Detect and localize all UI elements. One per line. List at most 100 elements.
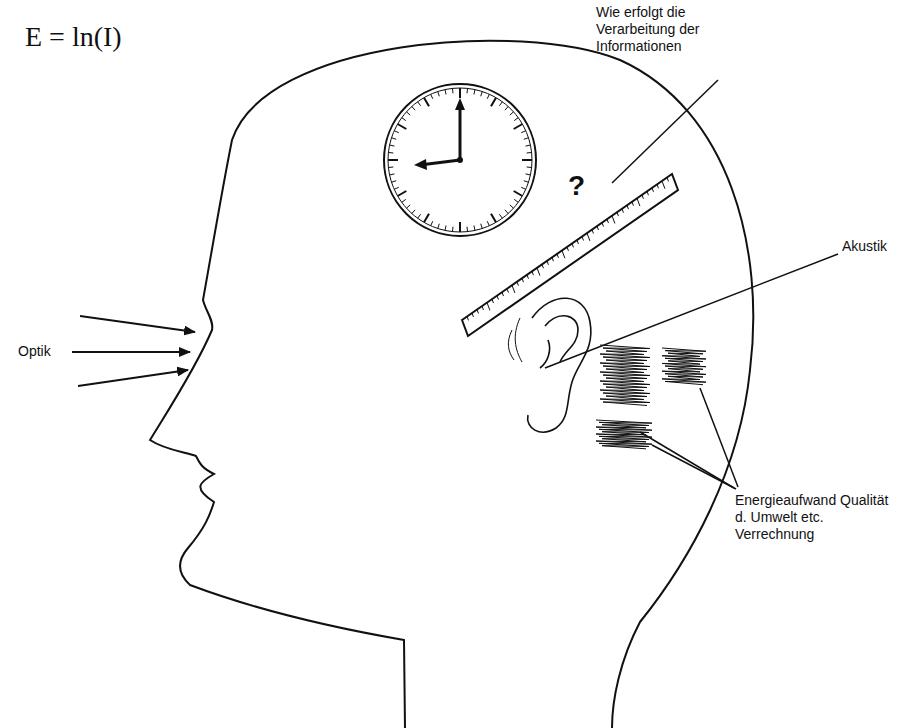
scribble <box>600 345 650 406</box>
clock-tick <box>514 124 523 129</box>
clock-tick <box>514 191 523 196</box>
ruler-tick <box>647 191 648 195</box>
clock-tick <box>390 174 395 175</box>
clock-tick <box>514 199 518 202</box>
head-outline <box>150 41 753 728</box>
ruler-tick <box>537 268 540 276</box>
scribble <box>662 348 706 385</box>
ruler-tick <box>507 289 508 293</box>
clock-tick <box>491 214 496 223</box>
clock-tick <box>452 227 454 232</box>
ruler-tick <box>487 303 490 311</box>
clock-tick <box>392 138 397 140</box>
ruler-tick <box>622 209 623 213</box>
clock-tick <box>424 98 429 107</box>
clock-tick <box>431 94 433 99</box>
ruler-tick <box>572 244 573 248</box>
ruler-tick <box>567 247 568 251</box>
text-label: Akustik <box>842 238 887 255</box>
clock-tick <box>510 205 514 208</box>
clock-tick <box>499 102 502 106</box>
ruler-tick <box>592 230 593 234</box>
ruler-tick <box>652 188 653 192</box>
clock-tick <box>459 88 461 98</box>
clock-tick <box>521 131 526 133</box>
scribble-marks <box>596 345 706 449</box>
clock-tick <box>418 102 421 106</box>
ruler-tick <box>512 285 515 293</box>
clock-tick <box>526 145 531 146</box>
ruler-tick <box>587 233 590 241</box>
ruler-tick <box>632 202 633 206</box>
clock-tick <box>394 131 399 133</box>
text-label: Optik <box>18 343 51 360</box>
ruler-tick <box>562 250 565 258</box>
clock-tick <box>527 167 532 169</box>
ruler-tick <box>547 261 548 265</box>
clock-tick <box>445 90 446 95</box>
clock-tick <box>412 210 415 214</box>
clock-tick <box>487 221 489 226</box>
clock-tick <box>524 181 529 183</box>
ruler-tick <box>667 177 668 181</box>
ruler-tick <box>472 313 473 317</box>
clock-tick <box>424 214 429 223</box>
text-label: Energieaufwand Qualität d. Umwelt etc. V… <box>735 492 891 543</box>
clock-tick <box>467 227 469 232</box>
ruler-tick <box>607 219 608 223</box>
ruler-tick <box>477 310 478 314</box>
clock-tick <box>388 159 398 161</box>
ruler-tick <box>542 264 543 268</box>
clock-symbol <box>384 84 536 236</box>
clock-tick <box>452 88 454 93</box>
clock-tick <box>521 187 526 189</box>
clock-tick <box>514 118 518 121</box>
clock-tick <box>474 90 475 95</box>
ruler-tick <box>642 195 643 199</box>
ruler-tick <box>497 296 498 300</box>
ruler-tick <box>527 275 528 279</box>
ruler-tick <box>612 216 615 224</box>
clock-tick <box>499 214 502 218</box>
ruler-tick <box>617 212 618 216</box>
ruler-tick <box>657 184 658 188</box>
clock-tick <box>491 98 496 107</box>
clock-tick <box>522 159 532 161</box>
ruler-tick <box>467 317 468 321</box>
ruler-tick <box>577 240 578 244</box>
ruler-tick <box>637 198 640 206</box>
clock-tick <box>392 181 397 183</box>
leader-lines <box>545 80 838 489</box>
ruler-tick <box>582 237 583 241</box>
clock-tick <box>510 112 514 115</box>
ruler-tick <box>597 226 598 230</box>
ruler-tick <box>532 271 533 275</box>
clock-tick <box>526 174 531 175</box>
ruler-tick <box>482 306 483 310</box>
clock-tick <box>481 224 483 229</box>
clock-tick <box>481 92 483 97</box>
text-label: Wie erfolgt die Verarbeitung der Informa… <box>596 4 718 55</box>
ruler-tick <box>557 254 558 258</box>
ruler-tick <box>502 292 503 296</box>
clock-tick <box>459 222 461 232</box>
clock-tick <box>418 214 421 218</box>
clock-tick <box>431 221 433 226</box>
clock-tick <box>406 205 410 208</box>
ruler-tick <box>602 223 603 227</box>
clock-tick <box>406 112 410 115</box>
clock-tick <box>505 210 508 214</box>
clock-tick <box>412 106 415 110</box>
clock-tick <box>402 199 406 202</box>
clock-tick <box>394 187 399 189</box>
clock-tick <box>487 94 489 99</box>
clock-tick <box>388 167 393 169</box>
ruler-tick <box>522 278 523 282</box>
clock-tick <box>474 226 475 231</box>
clock-tick <box>388 152 393 154</box>
clock-tick <box>438 92 440 97</box>
clock-tick <box>445 226 446 231</box>
ruler-tick <box>552 257 553 261</box>
optic-arrows <box>72 316 195 386</box>
